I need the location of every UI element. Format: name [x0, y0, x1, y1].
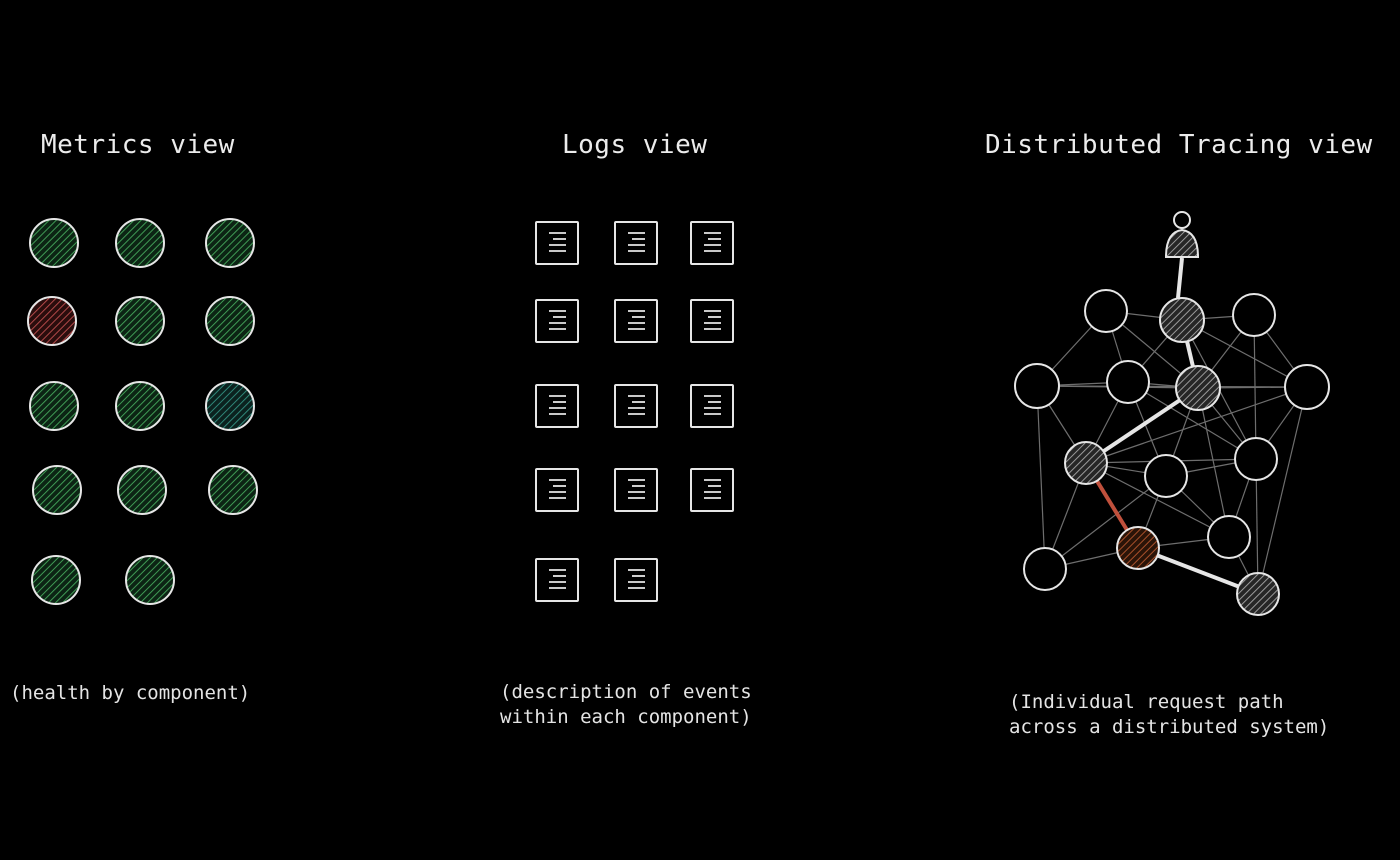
error-service-node	[1116, 526, 1160, 570]
document-icon	[535, 558, 579, 602]
mesh-edge	[1036, 385, 1046, 570]
tracing-view-title: Distributed Tracing view	[985, 130, 1373, 160]
traced-service-node	[1236, 572, 1280, 616]
component-health-circle-healthy	[205, 296, 255, 346]
service-node	[1144, 454, 1188, 498]
mesh-edge	[1036, 385, 1308, 388]
mesh-edge	[1181, 319, 1308, 388]
document-icon	[535, 299, 579, 343]
service-node	[1023, 547, 1067, 591]
component-health-circle-healthy	[117, 465, 167, 515]
component-health-circle-healthy	[208, 465, 258, 515]
component-health-circle-healthy	[125, 555, 175, 605]
document-icon	[614, 221, 658, 265]
component-health-circle-healthy	[32, 465, 82, 515]
component-health-circle-healthy	[115, 296, 165, 346]
logs-caption-line-1: (description of events	[500, 681, 752, 703]
document-icon	[690, 221, 734, 265]
component-health-circle-healthy	[29, 381, 79, 431]
document-icon	[535, 468, 579, 512]
tracing-caption-line-1: (Individual request path	[1009, 691, 1284, 713]
service-node	[1284, 364, 1330, 410]
mesh-edge	[1127, 381, 1257, 460]
user-icon	[1164, 211, 1200, 258]
component-health-circle-error	[27, 296, 77, 346]
logs-caption-line-2: within each component)	[500, 706, 752, 728]
mesh-edge	[1044, 475, 1167, 570]
mesh-edge	[1197, 387, 1230, 538]
service-node	[1207, 515, 1251, 559]
document-icon	[535, 221, 579, 265]
document-icon	[535, 384, 579, 428]
component-health-circle-healthy	[115, 218, 165, 268]
mesh-edge	[1257, 386, 1308, 595]
document-icon	[614, 468, 658, 512]
service-nodes	[1014, 289, 1330, 616]
mesh-edge	[1255, 458, 1259, 595]
component-health-circle-healthy	[31, 555, 81, 605]
tracing-caption-line-2: across a distributed system)	[1009, 716, 1330, 738]
traced-service-node	[1175, 365, 1221, 411]
document-icon	[690, 384, 734, 428]
traced-service-node	[1159, 297, 1205, 343]
logs-view-title: Logs view	[562, 130, 708, 160]
component-health-circle-degraded	[205, 381, 255, 431]
document-icon	[614, 558, 658, 602]
document-icon	[614, 384, 658, 428]
mesh-edge	[1085, 462, 1230, 538]
metrics-view-title: Metrics view	[41, 130, 235, 160]
component-health-circle-healthy	[29, 218, 79, 268]
document-icon	[614, 299, 658, 343]
component-health-circle-healthy	[115, 381, 165, 431]
service-node	[1084, 289, 1128, 333]
service-node	[1106, 360, 1150, 404]
service-node	[1232, 293, 1276, 337]
tracing-caption: (Individual request path across a distri…	[1009, 690, 1329, 740]
document-icon	[690, 299, 734, 343]
document-icon	[690, 468, 734, 512]
metrics-caption: (health by component)	[10, 682, 251, 704]
service-node	[1014, 363, 1060, 409]
component-health-circle-healthy	[205, 218, 255, 268]
mesh-edge	[1085, 386, 1308, 464]
traced-service-node	[1064, 441, 1108, 485]
logs-caption: (description of events within each compo…	[500, 680, 752, 730]
service-node	[1234, 437, 1278, 481]
trace-edge	[1176, 257, 1184, 299]
